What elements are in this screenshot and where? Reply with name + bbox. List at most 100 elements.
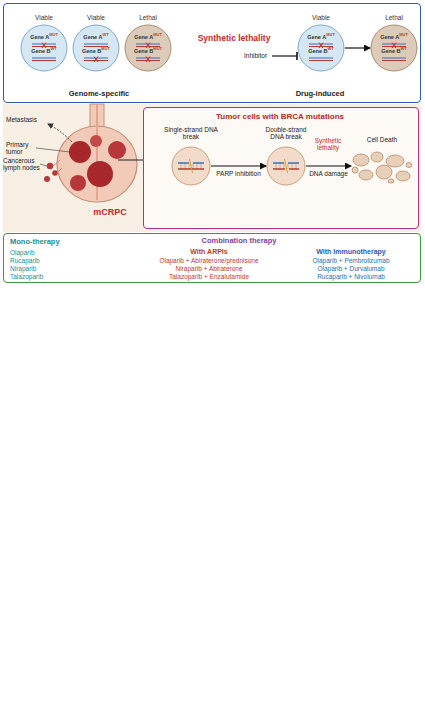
panel-text: With ARPIs (124, 248, 294, 256)
tumor-mass (108, 141, 126, 159)
dna-strand (273, 168, 285, 170)
dna-rung (288, 163, 289, 169)
cell-fragment (388, 179, 394, 183)
cell-circle (21, 25, 67, 71)
dna-strand (32, 44, 56, 45)
gene-line: Gene AMUT (370, 33, 418, 40)
annotation-label: Synthetic lethality (303, 137, 353, 152)
dna-rung (197, 163, 198, 169)
gene-line: Gene AMUT (124, 33, 172, 40)
edge-label: DNA damage (305, 170, 353, 177)
tumor-mass (90, 135, 102, 147)
panel-text: With Immunotherapy (286, 248, 416, 256)
gene-status: MUT (399, 32, 408, 37)
dna-strand (84, 58, 108, 59)
panel-text: Talazoparib + Enzalutamide (114, 273, 304, 280)
genotype-circle: ViableGene AMUTGene BWT (20, 24, 68, 72)
dna-strand (309, 60, 333, 61)
panel-text: Olaparib + Durvalumab (286, 265, 416, 272)
gene-name: Gene A (30, 34, 49, 40)
dna-strand (288, 162, 299, 164)
genotype-circle: ViableGene AWTGene BMUT (72, 24, 120, 72)
gene-status: MUT (101, 46, 110, 51)
dna-strand (178, 168, 204, 170)
gene-line: Gene BMUT (72, 47, 120, 54)
dna-strand (32, 60, 56, 61)
background-band (3, 104, 421, 232)
cell-fragment (376, 165, 392, 179)
break-mark (285, 159, 288, 173)
panel-text: Combination therapy (154, 237, 324, 246)
dna-strand (136, 44, 160, 45)
panel-box: Synthetic lethalityGenome-specificDrug-i… (3, 3, 421, 103)
dna-rung (201, 163, 202, 169)
dna-rung (189, 163, 190, 169)
dna-strand (193, 162, 204, 164)
gene-line: Gene AMUT (20, 33, 68, 40)
inhibitor-line (272, 55, 297, 56)
lymph-node (44, 176, 50, 182)
panel-heading: Mono-therapy (10, 238, 100, 247)
gene-name: Gene A (134, 34, 153, 40)
dna-rung (292, 163, 293, 169)
lymph-node (47, 163, 53, 169)
genotype-circle: LethalGene AMUTGene BMUT (124, 24, 172, 72)
gene-name: Gene A (83, 34, 102, 40)
panel-text: Rucaparib (10, 257, 100, 264)
gene-line: Gene BMUT (124, 47, 172, 54)
lymph-vessel (53, 160, 62, 173)
annotation-label: Metastasis (6, 116, 56, 123)
gene-line: Gene BWT (370, 47, 418, 54)
tumor-mass (87, 161, 113, 187)
dna-strand (289, 168, 299, 170)
cell-circle (298, 25, 344, 71)
cell-fragment (352, 167, 358, 173)
gene-status: WT (401, 46, 407, 51)
cell-fragments (351, 150, 413, 184)
panel-text: Olaparib + Pembrolizumab (286, 257, 416, 264)
gene-status: MUT (153, 32, 162, 37)
cell-circle (73, 25, 119, 71)
leader-line (36, 148, 70, 152)
dna-heading: Single-strand DNA break (163, 126, 219, 141)
panel-text: Niraparib + Abiraterone (114, 265, 304, 272)
flow-arrow (345, 47, 370, 48)
panel-text: Olaparib (10, 249, 100, 256)
gene-name: Gene B (381, 48, 400, 54)
genotype-circle: ViableGene AMUTGene BWT (297, 24, 345, 72)
mutation-mark (319, 43, 323, 49)
dna-strand (309, 44, 333, 45)
annotation-label: Inhibitor (244, 52, 274, 59)
dna-strand (178, 162, 189, 164)
cell-fragment (371, 152, 383, 162)
metastasis-arrow (48, 124, 72, 142)
cell-circle (371, 25, 417, 71)
dna-rung (284, 163, 285, 169)
flow-arrow (306, 165, 351, 166)
gene-name: Gene A (307, 34, 326, 40)
gene-line: Gene AWT (72, 33, 120, 40)
dna-circle: Single-strand DNA break (171, 146, 211, 186)
mutation-mark (42, 43, 46, 49)
zoom-connector (118, 160, 143, 161)
status-heading: Lethal (370, 14, 418, 21)
panel-heading: Synthetic lethality (184, 34, 284, 44)
cell-fragment (359, 170, 373, 180)
gene-status: MUT (49, 32, 58, 37)
figure-title-label: mCRPC (80, 207, 140, 217)
panel-text: Genome-specific (44, 90, 154, 99)
gene-name: Gene B (31, 48, 50, 54)
gene-status: WT (328, 46, 334, 51)
cell-circle (267, 147, 305, 185)
cell-circle (172, 147, 210, 185)
cell-fragment (396, 171, 410, 181)
dna-rung (276, 163, 277, 169)
gene-line: Gene BWT (297, 47, 345, 54)
dna-strand (382, 58, 406, 59)
annotation-label: Primary tumor (6, 141, 38, 156)
status-heading: Viable (20, 14, 68, 21)
dna-strand (136, 60, 160, 61)
leader-line (40, 164, 47, 166)
gene-name: Gene A (380, 34, 399, 40)
